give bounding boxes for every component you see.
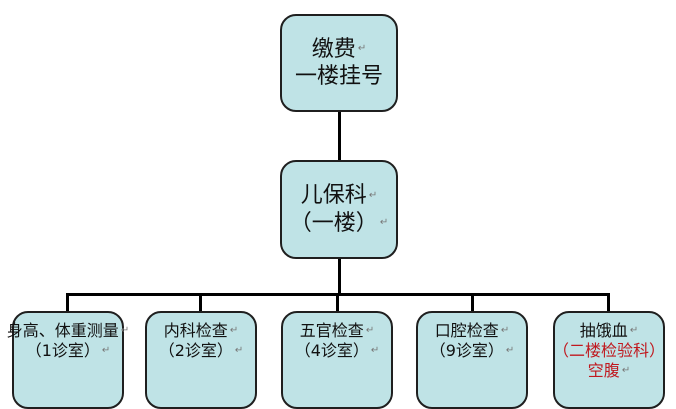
node-mid-line-2: （一楼）↵ bbox=[290, 210, 388, 238]
oral-exam-label: 口腔检查 bbox=[434, 321, 499, 340]
connector-child-4 bbox=[471, 293, 474, 311]
paragraph-mark-icon: ↵ bbox=[505, 345, 515, 357]
room-2-label: （2诊室） bbox=[158, 341, 233, 360]
paragraph-mark-icon: ↵ bbox=[229, 325, 239, 337]
internal-medicine-label: 内科检查 bbox=[163, 321, 228, 340]
room-9-label: （9诊室） bbox=[429, 341, 504, 360]
room-4-label: （4诊室） bbox=[294, 341, 369, 360]
registration-label: 一楼挂号 bbox=[294, 64, 383, 89]
blood-test-label: 抽饿血 bbox=[579, 321, 628, 340]
connector-child-3 bbox=[336, 293, 339, 311]
node-oral-exam-line-1: 口腔检查↵ bbox=[435, 321, 509, 341]
node-top-line-1: 缴费↵ bbox=[312, 36, 366, 64]
node-internal-medicine-line-1: 内科检查↵ bbox=[164, 321, 238, 341]
connector-child-2 bbox=[199, 293, 202, 311]
node-height-weight-line-2: （1诊室）↵ bbox=[26, 341, 111, 361]
node-child-health-dept: 儿保科↵ （一楼）↵ bbox=[280, 160, 398, 259]
paragraph-mark-icon: ↵ bbox=[365, 325, 375, 337]
paragraph-mark-icon: ↵ bbox=[368, 189, 378, 201]
fasting-label: 空腹 bbox=[587, 361, 620, 380]
connector-child-5 bbox=[607, 293, 610, 311]
node-blood-test-line-2: （二楼检验科） bbox=[553, 341, 665, 361]
node-ent-exam-line-2: （4诊室）↵ bbox=[295, 341, 380, 361]
node-top-line-2: 一楼挂号 bbox=[295, 63, 383, 91]
node-ent-exam: 五官检查↵ （4诊室）↵ bbox=[281, 311, 393, 409]
paragraph-mark-icon: ↵ bbox=[370, 345, 380, 357]
node-internal-medicine-line-2: （2诊室）↵ bbox=[159, 341, 244, 361]
paragraph-mark-icon: ↵ bbox=[234, 345, 244, 357]
ent-exam-label: 五官检查 bbox=[299, 321, 364, 340]
connector-middle-down bbox=[338, 259, 341, 294]
paragraph-mark-icon: ↵ bbox=[379, 217, 389, 229]
node-ent-exam-line-1: 五官检查↵ bbox=[300, 321, 374, 341]
room-1-label: （1诊室） bbox=[25, 341, 100, 360]
paragraph-mark-icon: ↵ bbox=[500, 325, 510, 337]
paragraph-mark-icon: ↵ bbox=[120, 325, 130, 337]
floor-label: （一楼） bbox=[289, 210, 378, 236]
paragraph-mark-icon: ↵ bbox=[357, 43, 367, 55]
node-blood-test-line-3: 空腹↵ bbox=[588, 361, 630, 381]
node-mid-line-1: 儿保科↵ bbox=[301, 182, 377, 210]
node-blood-test-line-1: 抽饿血↵ bbox=[580, 321, 638, 341]
node-internal-medicine: 内科检查↵ （2诊室）↵ bbox=[145, 311, 257, 409]
paragraph-mark-icon: ↵ bbox=[629, 325, 639, 337]
node-oral-exam-line-2: （9诊室）↵ bbox=[430, 341, 515, 361]
node-oral-exam: 口腔检查↵ （9诊室）↵ bbox=[416, 311, 528, 409]
connector-top-to-middle bbox=[338, 112, 341, 160]
department-label: 儿保科 bbox=[300, 183, 367, 208]
node-blood-test: 抽饿血↵ （二楼检验科） 空腹↵ bbox=[553, 311, 665, 409]
payment-label: 缴费 bbox=[311, 36, 356, 62]
connector-child-1 bbox=[66, 293, 69, 311]
lab-floor-label: （二楼检验科） bbox=[553, 341, 666, 360]
height-weight-label: 身高、体重测量 bbox=[6, 321, 119, 340]
node-height-weight: 身高、体重测量↵ （1诊室）↵ bbox=[7, 311, 129, 409]
paragraph-mark-icon: ↵ bbox=[621, 365, 631, 377]
node-height-weight-line-1: 身高、体重测量↵ bbox=[7, 321, 129, 341]
node-payment-registration: 缴费↵ 一楼挂号 bbox=[280, 14, 398, 112]
paragraph-mark-icon: ↵ bbox=[101, 345, 111, 357]
